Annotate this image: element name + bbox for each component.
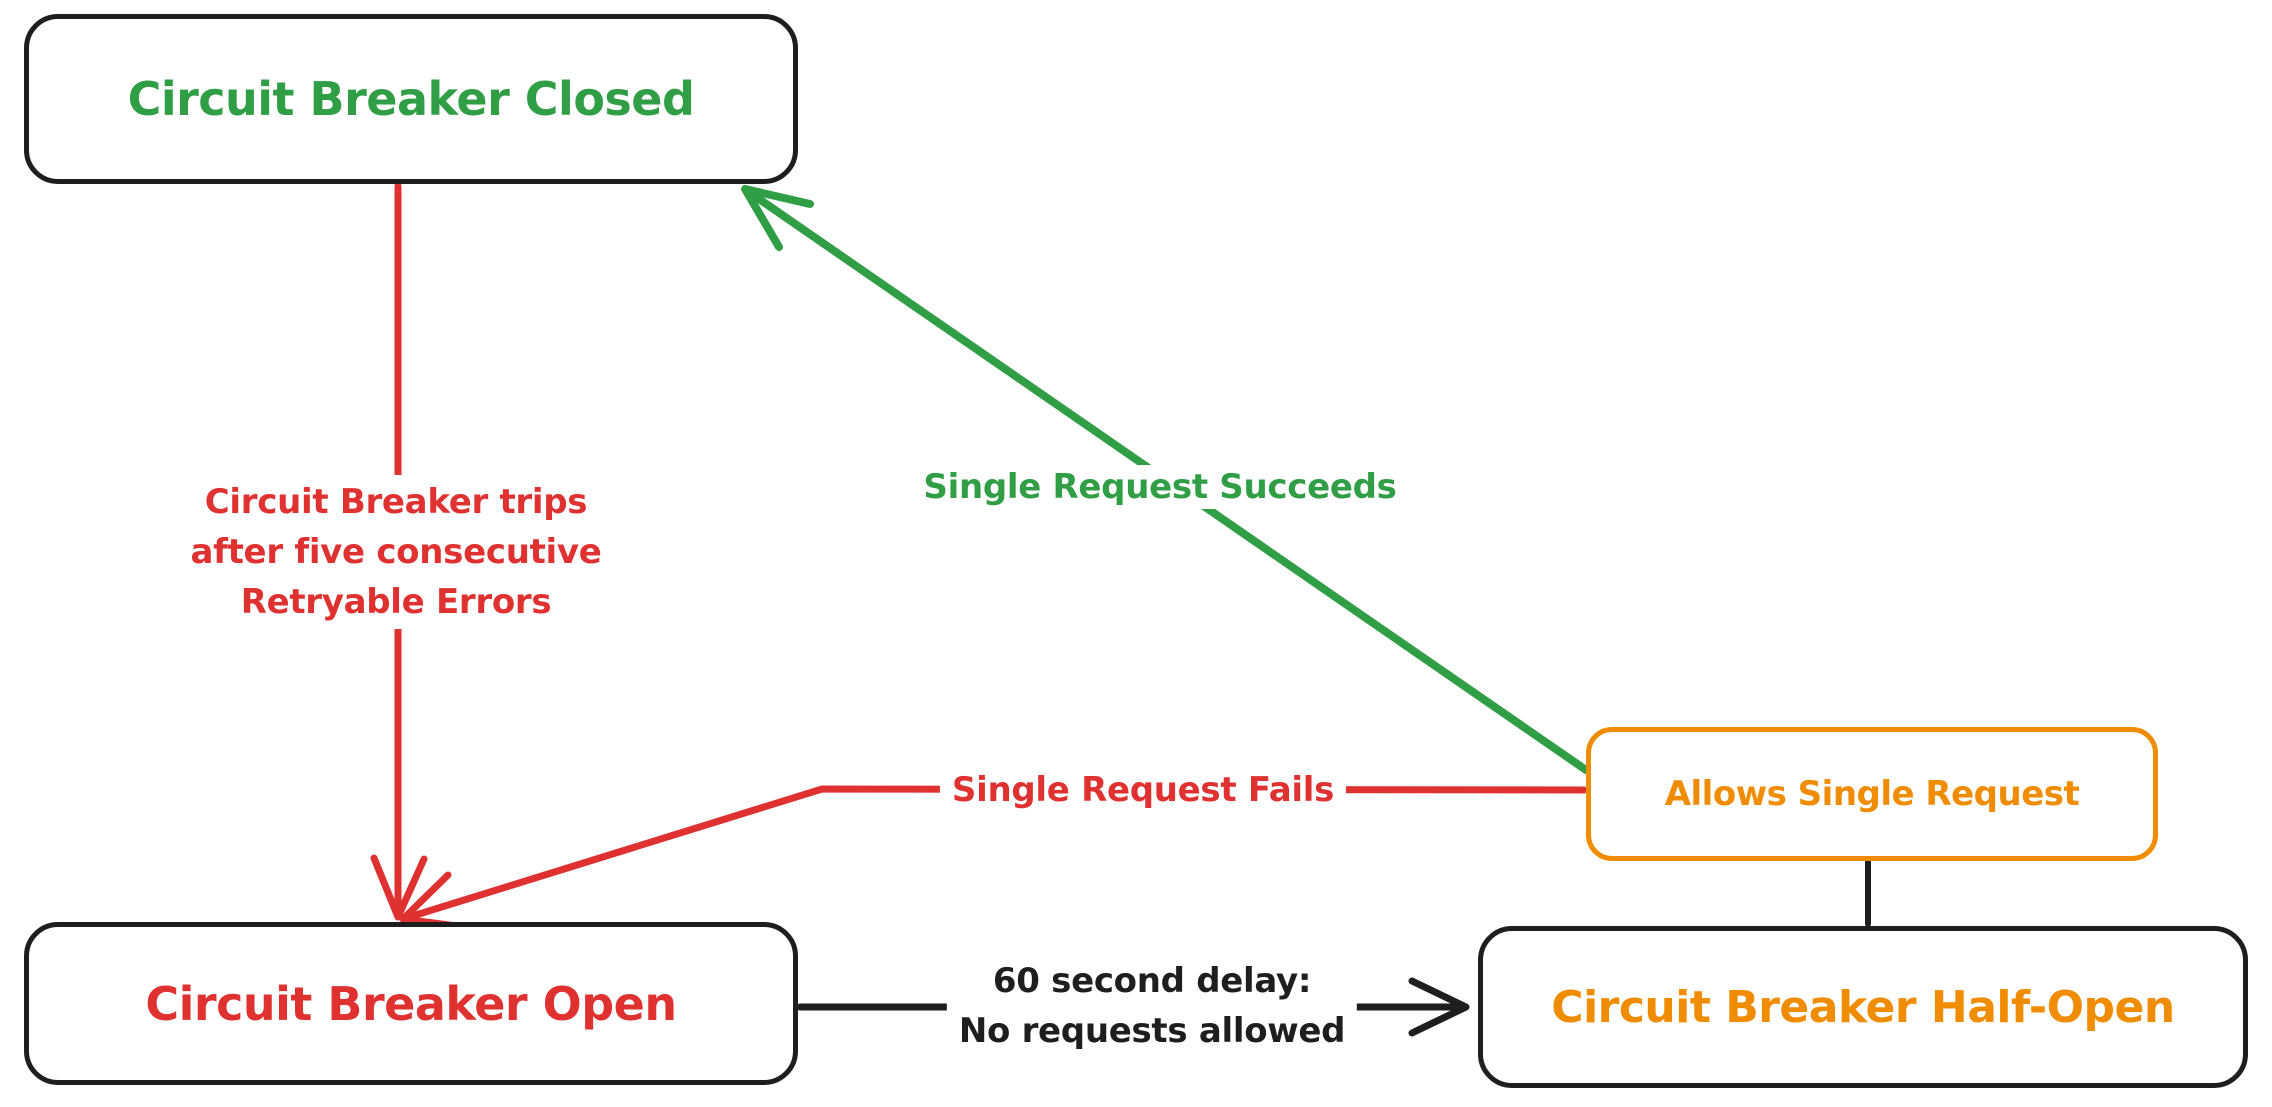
state-label-allows-single-request: Allows Single Request [1664,774,2080,814]
edge-label-trip-line-1: Circuit Breaker trips [204,482,588,522]
edge-label-single-request-fails: Single Request Fails [939,768,1347,812]
state-node-circuit-breaker-half-open: Circuit Breaker Half-Open [1478,926,2248,1088]
state-label-half-open: Circuit Breaker Half-Open [1551,981,2175,1033]
edge-label-delay-line-1: 60 second delay: [992,961,1312,1001]
state-node-circuit-breaker-open: Circuit Breaker Open [24,922,798,1085]
edge-label-trip: Circuit Breaker trips after five consecu… [178,475,614,629]
state-label-open: Circuit Breaker Open [145,976,677,1031]
edge-label-trip-line-2: after five consecutive [190,532,602,572]
state-node-circuit-breaker-closed: Circuit Breaker Closed [24,14,798,184]
state-node-allows-single-request: Allows Single Request [1586,727,2158,861]
edge-label-single-request-succeeds: Single Request Succeeds [911,465,1409,509]
delay-arrowhead [1408,977,1470,1037]
succeeds-arrowhead [741,185,814,251]
trip-arrowhead [370,854,428,921]
edge-label-trip-line-3: Retryable Errors [240,582,552,622]
edge-label-delay-line-2: No requests allowed [958,1011,1346,1051]
state-label-closed: Circuit Breaker Closed [127,72,695,126]
edge-label-delay: 60 second delay: No requests allowed [946,954,1358,1058]
